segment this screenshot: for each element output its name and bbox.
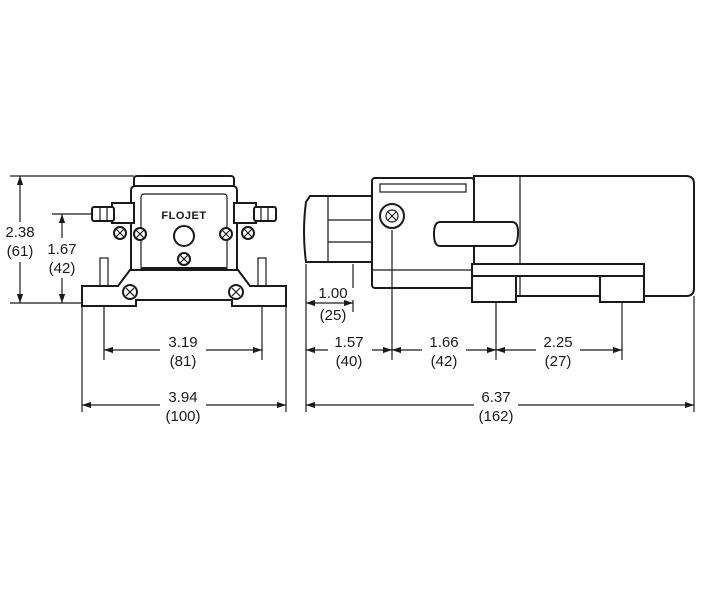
dim-a-in: 1.57: [334, 334, 363, 351]
dim-head-depth-mm: (25): [320, 307, 347, 324]
dim-head-depth-in: 1.00: [318, 285, 347, 302]
front-screws: [113, 226, 255, 266]
dim-width-total-mm: (100): [165, 408, 200, 425]
dim-height-port-in: 1.67: [47, 241, 76, 258]
right-port: [233, 202, 277, 224]
dim-height-port-mm: (42): [49, 260, 76, 277]
dim-height-total-mm: (61): [7, 243, 34, 260]
dim-a-mm: (40): [336, 353, 363, 370]
dim-length-total-in: 6.37: [481, 389, 510, 406]
front-dimensions: [10, 175, 287, 412]
dim-c-in: 2.25: [543, 334, 572, 351]
dim-mount-spacing-in: 3.19: [168, 334, 197, 351]
side-dimension-labels: 1.00 (25) 1.57 (40) 1.66 (42) 2.25 (27) …: [314, 285, 580, 425]
brand-logo: FLOJET: [161, 210, 206, 222]
side-view: [303, 175, 695, 303]
dim-c-mm: (27): [545, 353, 572, 370]
front-dimension-labels: 2.38 (61) 1.67 (42) 3.19 (81) 3.94 (100): [0, 222, 206, 425]
left-port: [91, 202, 135, 224]
dim-length-total-mm: (162): [478, 408, 513, 425]
dim-b-mm: (42): [431, 353, 458, 370]
dim-width-total-in: 3.94: [168, 389, 197, 406]
front-view: FLOJET: [81, 175, 287, 307]
dim-b-in: 1.66: [429, 334, 458, 351]
dim-mount-spacing-mm: (81): [170, 353, 197, 370]
dim-height-total-in: 2.38: [5, 224, 34, 241]
